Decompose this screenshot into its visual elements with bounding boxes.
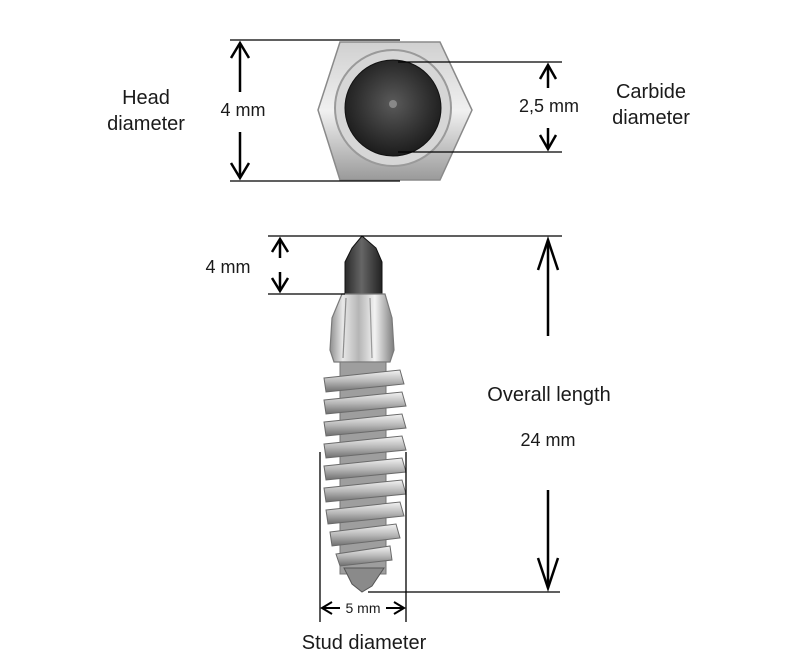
tip-arrowhead-down — [270, 277, 290, 294]
overall-arrowhead-down — [536, 557, 560, 592]
stud-diameter-value: 5 mm — [346, 600, 381, 616]
tip-arrowhead-up — [270, 236, 290, 253]
carbide-diameter-dimension — [398, 61, 562, 153]
stud-top-view — [317, 41, 473, 181]
screw-point — [343, 567, 385, 593]
tip-height-value: 4 mm — [206, 257, 251, 277]
overall-length-value: 24 mm — [520, 430, 575, 450]
head-arrowhead-up — [229, 40, 251, 59]
carbide-arrowhead-up — [538, 62, 558, 80]
carbide-diameter-label-line2: diameter — [612, 107, 690, 129]
stud-arrowhead-right — [393, 601, 406, 615]
overall-arrowhead-up — [536, 236, 560, 271]
stud-body — [329, 293, 395, 363]
carbide-diameter-label-line1: Carbide — [616, 81, 686, 103]
head-diameter-label-line2: diameter — [107, 113, 185, 135]
stud-side-view — [323, 235, 407, 593]
carbide-tip-side — [344, 235, 383, 295]
stud-diameter-dimension — [319, 452, 407, 622]
head-arrowhead-down — [229, 162, 251, 181]
tip-height-dimension — [268, 235, 362, 295]
carbide-diameter-value: 2,5 mm — [519, 96, 579, 116]
head-diameter-dimension — [229, 39, 400, 182]
carbide-arrowhead-down — [538, 134, 558, 152]
overall-length-dimension — [362, 235, 562, 593]
overall-length-label: Overall length — [487, 384, 610, 406]
stud-diameter-label: Stud diameter — [302, 632, 427, 654]
screw-threads — [323, 369, 407, 567]
carbide-tip-dot — [389, 100, 397, 108]
stud-arrowhead-left — [320, 601, 333, 615]
head-diameter-value: 4 mm — [221, 100, 266, 120]
head-diameter-label-line1: Head — [122, 87, 170, 109]
